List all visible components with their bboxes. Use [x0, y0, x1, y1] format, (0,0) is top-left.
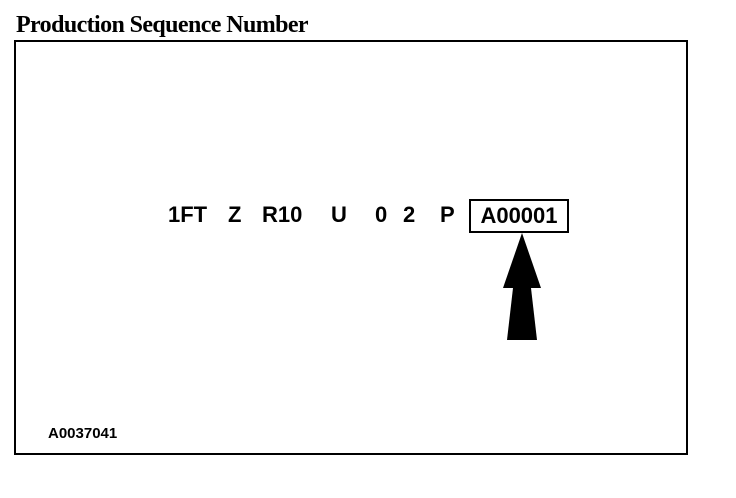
vin-segment-plant: P: [440, 202, 455, 227]
sequence-number-box: A00001: [469, 199, 569, 233]
vin-segment-restraint: Z: [228, 202, 242, 227]
vin-segment-wmi: 1FT: [168, 202, 208, 227]
vin-segment-model: R10: [262, 202, 303, 227]
arrow-shaft: [507, 288, 537, 340]
arrow-head: [503, 233, 541, 288]
figure-id-label: A0037041: [48, 425, 118, 442]
diagram-title: Production Sequence Number: [16, 12, 309, 38]
vin-segment-model-year: 2: [403, 202, 416, 227]
vin-segment-check-digit: 0: [375, 202, 388, 227]
pointer-arrow-icon: [503, 233, 541, 340]
vin-segment-engine: U: [331, 202, 347, 227]
diagram-frame: [14, 40, 688, 455]
